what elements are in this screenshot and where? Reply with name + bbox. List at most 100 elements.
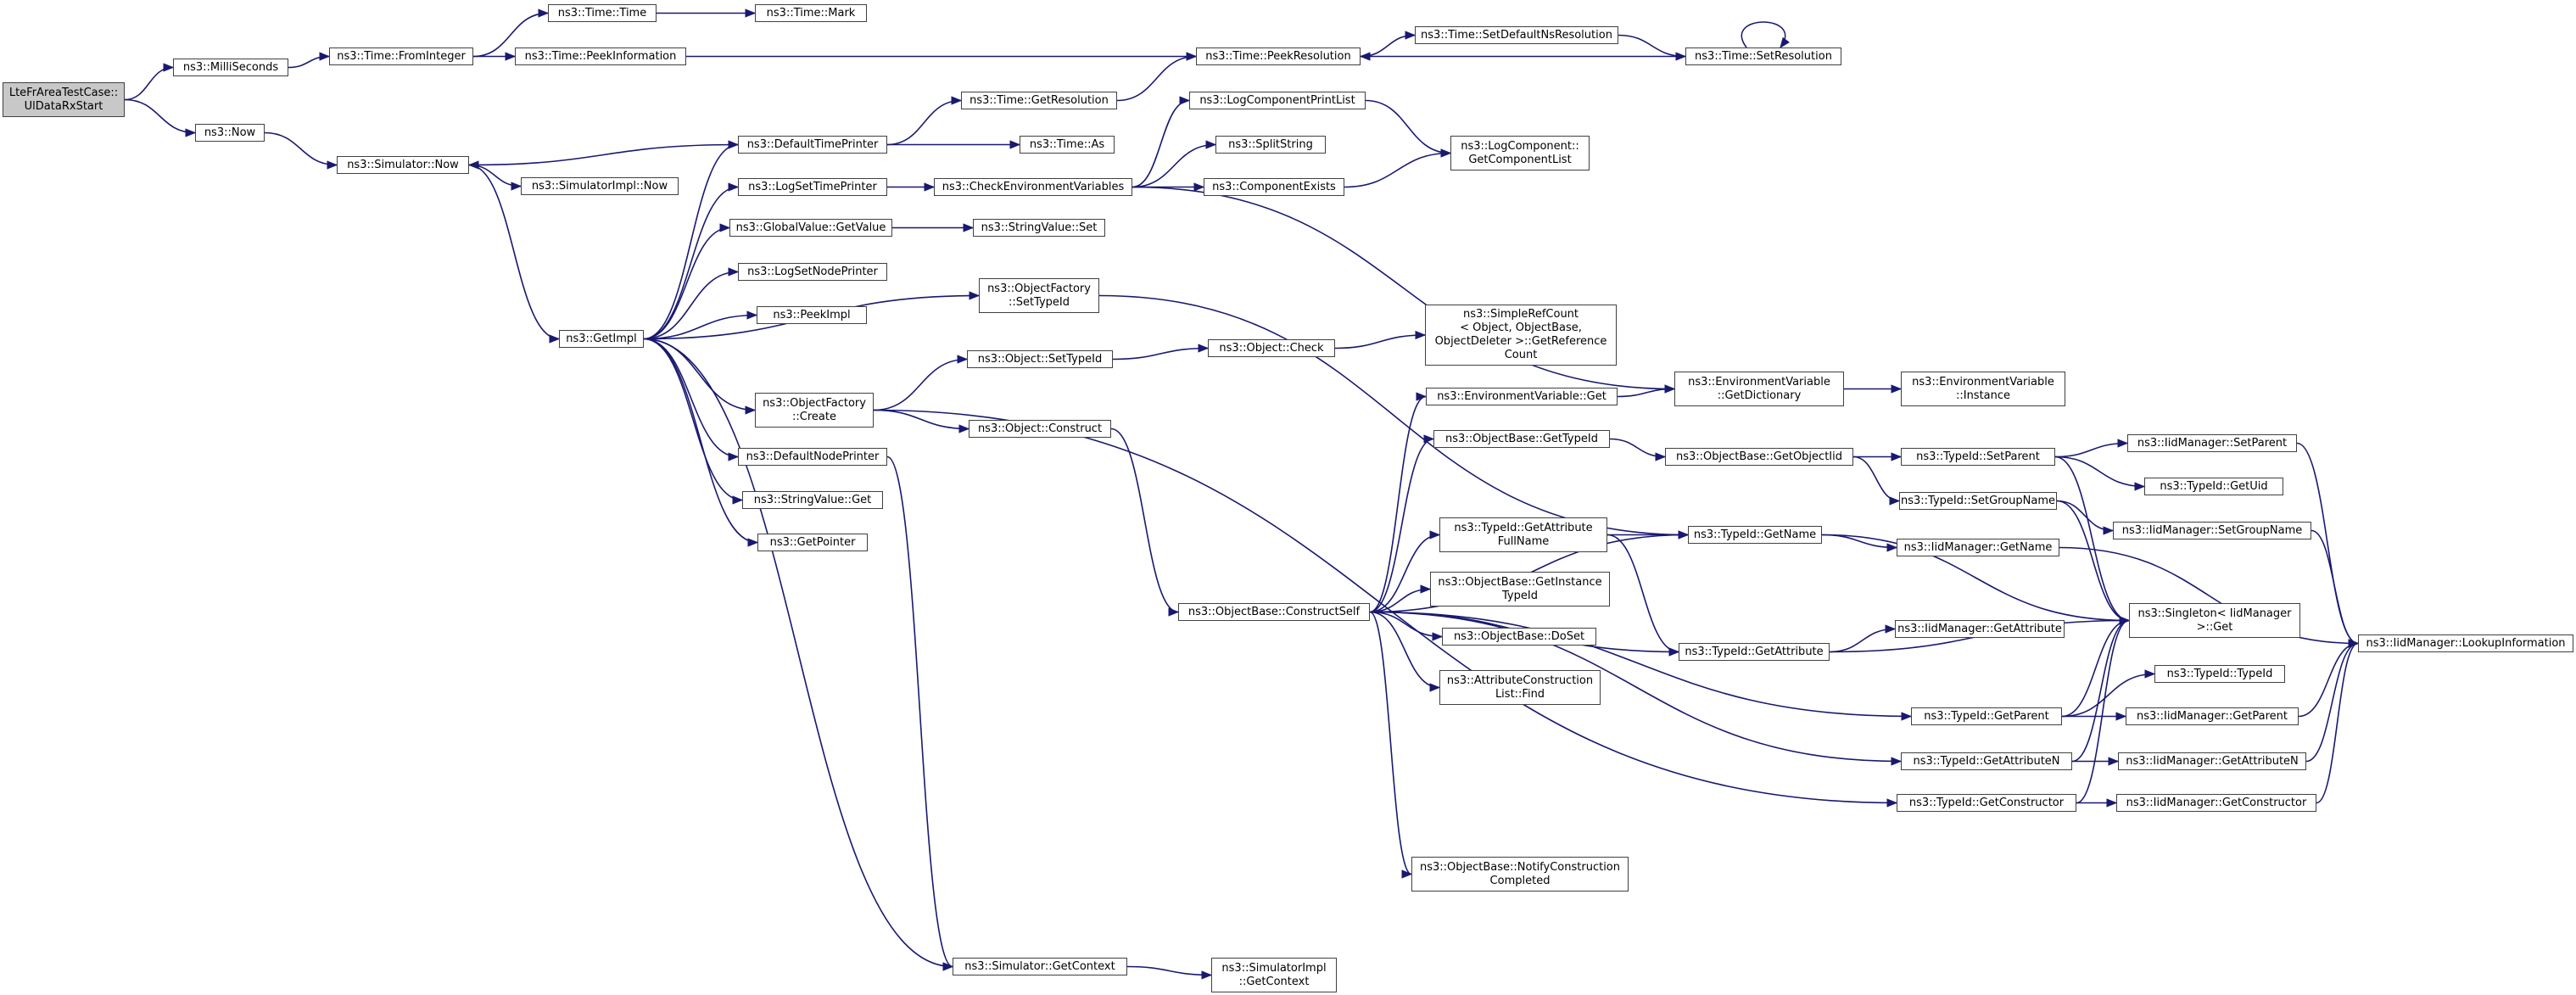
node-now[interactable]: ns3::Now (195, 124, 265, 142)
node-envgetdict[interactable]: ns3::EnvironmentVariable ::GetDictionary (1674, 372, 1844, 406)
node-envget[interactable]: ns3::EnvironmentVariable::Get (1426, 388, 1618, 405)
node-objsettid[interactable]: ns3::Object::SetTypeId (967, 350, 1113, 368)
edge-root-to-millis (124, 63, 175, 101)
node-setres[interactable]: ns3::Time::SetResolution (1685, 48, 1841, 65)
node-timetime[interactable]: ns3::Time::Time (548, 4, 657, 22)
edge-simnow-to-simimplnow (468, 164, 522, 191)
node-doset[interactable]: ns3::ObjectBase::DoSet (1442, 628, 1596, 646)
node-tidgetattrfull[interactable]: ns3::TypeId::GetAttribute FullName (1439, 517, 1607, 552)
node-iidsetgroup[interactable]: ns3::IidManager::SetGroupName (2113, 522, 2311, 539)
edge-getimpl-to-defnodeprinter (643, 338, 740, 461)
node-fromint[interactable]: ns3::Time::FromInteger (329, 48, 473, 65)
edge-getimpl-to-deftimeprinter (643, 140, 740, 340)
node-peekres[interactable]: ns3::Time::PeekResolution (1196, 48, 1361, 65)
edge-constructself-to-attrconstfind (1369, 611, 1441, 692)
node-simplerefcount[interactable]: ns3::SimpleRefCount < Object, ObjectBase… (1425, 305, 1617, 366)
node-tidsetparent[interactable]: ns3::TypeId::SetParent (1901, 448, 2055, 466)
node-objfactsettid[interactable]: ns3::ObjectFactory ::SetTypeId (979, 278, 1099, 313)
edge-peekres-to-setdefres (1360, 31, 1417, 58)
edge-now-to-simnow (264, 131, 338, 170)
node-millis[interactable]: ns3::MilliSeconds (173, 59, 288, 76)
edge-defnodeprinter-to-simgetctx (886, 456, 954, 971)
edge-constructself-to-notifyconst (1369, 611, 1413, 879)
node-iidsetparent[interactable]: ns3::IidManager::SetParent (2127, 434, 2297, 452)
node-compexists[interactable]: ns3::ComponentExists (1204, 178, 1344, 196)
node-simnow[interactable]: ns3::Simulator::Now (337, 156, 469, 174)
node-strset[interactable]: ns3::StringValue::Set (973, 219, 1105, 237)
node-checkenv[interactable]: ns3::CheckEnvironmentVariables (934, 178, 1132, 196)
edge-compexists-to-getcomplist (1344, 148, 1452, 188)
node-envinstance[interactable]: ns3::EnvironmentVariable ::Instance (1901, 372, 2065, 406)
edge-getimpl-to-simgetctx (643, 338, 954, 971)
node-tidgetconstructor[interactable]: ns3::TypeId::GetConstructor (1897, 794, 2076, 812)
edge-envget-to-envgetdict (1617, 384, 1676, 398)
node-tidgetuid[interactable]: ns3::TypeId::GetUid (2144, 478, 2283, 495)
edge-setdefres-to-setres (1618, 34, 1687, 61)
node-tidsetgroup[interactable]: ns3::TypeId::SetGroupName (1899, 492, 2057, 510)
node-tidtypeid[interactable]: ns3::TypeId::TypeId (2154, 665, 2285, 683)
edge-setres-to-setres (1741, 21, 1790, 49)
edge-constructself-to-objbasegettid (1369, 434, 1435, 613)
node-peekimpl[interactable]: ns3::PeekImpl (757, 306, 867, 324)
node-objfactcreate[interactable]: ns3::ObjectFactory ::Create (755, 393, 874, 428)
node-defnodeprinter[interactable]: ns3::DefaultNodePrinter (738, 448, 887, 466)
node-getcomplist[interactable]: ns3::LogComponent:: GetComponentList (1450, 136, 1590, 170)
edge-iidgetconstructor-to-lookupinfo (2316, 639, 2360, 804)
node-strget[interactable]: ns3::StringValue::Get (742, 491, 883, 509)
edge-checkenv-to-splitstring (1132, 140, 1217, 188)
edge-tidgetparent-to-singleton (2061, 616, 2131, 718)
node-singleton[interactable]: ns3::Singleton< IidManager >::Get (2129, 603, 2300, 638)
node-logcompprint[interactable]: ns3::LogComponentPrintList (1189, 92, 1366, 109)
node-attrconstfind[interactable]: ns3::AttributeConstruction List::Find (1439, 670, 1601, 705)
node-setdefres[interactable]: ns3::Time::SetDefaultNsResolution (1415, 26, 1618, 44)
node-simgetctx[interactable]: ns3::Simulator::GetContext (953, 958, 1127, 975)
node-peekinfo[interactable]: ns3::Time::PeekInformation (515, 48, 686, 65)
node-deftimeprinter[interactable]: ns3::DefaultTimePrinter (738, 136, 887, 154)
edge-root-to-now (124, 98, 197, 137)
edge-tidgetparent-to-tidtypeid (2061, 669, 2156, 718)
node-getobjectiid[interactable]: ns3::ObjectBase::GetObjectIid (1665, 448, 1853, 466)
edge-tidsetgroup-to-singleton (2056, 500, 2131, 625)
node-tidgetname[interactable]: ns3::TypeId::GetName (1688, 526, 1822, 544)
edge-checkenv-to-envgetdict (1132, 186, 1676, 394)
node-iidgetname[interactable]: ns3::IidManager::GetName (1897, 539, 2059, 556)
edge-iidsetgroup-to-lookupinfo (2311, 529, 2360, 648)
node-iidgetattr[interactable]: ns3::IidManager::GetAttribute (1895, 620, 2065, 638)
node-iidgetconstructor[interactable]: ns3::IidManager::GetConstructor (2116, 794, 2316, 812)
edge-deftimeprinter-to-getresolution (886, 96, 963, 146)
edge-getimpl-to-logsetnode (643, 267, 740, 340)
node-getpointer[interactable]: ns3::GetPointer (757, 534, 868, 551)
node-globalget[interactable]: ns3::GlobalValue::GetValue (729, 219, 892, 237)
node-splitstring[interactable]: ns3::SplitString (1215, 136, 1326, 154)
node-constructself[interactable]: ns3::ObjectBase::ConstructSelf (1178, 603, 1370, 621)
node-getimpl[interactable]: ns3::GetImpl (559, 330, 644, 348)
node-iidgetattrn[interactable]: ns3::IidManager::GetAttributeN (2118, 752, 2306, 770)
edge-tidgetattr-to-iidgetattr (1829, 624, 1897, 653)
edge-iidsetparent-to-lookupinfo (2296, 442, 2360, 648)
node-objbasegettid[interactable]: ns3::ObjectBase::GetTypeId (1433, 430, 1610, 448)
node-simimplnow[interactable]: ns3::SimulatorImpl::Now (521, 177, 679, 195)
edge-simnow-to-getimpl (468, 164, 561, 344)
node-notifyconst[interactable]: ns3::ObjectBase::NotifyConstruction Comp… (1411, 857, 1629, 892)
edge-constructself-to-doset (1369, 611, 1444, 641)
edge-objbasegettid-to-getobjectiid (1609, 438, 1667, 461)
node-timeas[interactable]: ns3::Time::As (1020, 136, 1115, 154)
edge-getimpl-to-globalget (643, 223, 731, 340)
node-tidgetparent[interactable]: ns3::TypeId::GetParent (1911, 707, 2062, 725)
node-tidgetattrn[interactable]: ns3::TypeId::GetAttributeN (1901, 752, 2072, 770)
node-tidgetattr[interactable]: ns3::TypeId::GetAttribute (1679, 643, 1830, 661)
node-getresolution[interactable]: ns3::Time::GetResolution (961, 92, 1117, 109)
node-simimplgetctx[interactable]: ns3::SimulatorImpl ::GetContext (1211, 958, 1337, 992)
node-logsettime[interactable]: ns3::LogSetTimePrinter (738, 178, 887, 196)
edge-iidgetname-to-lookupinfo (2059, 546, 2360, 648)
node-iidgetparent[interactable]: ns3::IidManager::GetParent (2126, 707, 2299, 725)
node-lookupinfo[interactable]: ns3::IidManager::LookupInformation (2358, 634, 2573, 652)
node-logsetnode[interactable]: ns3::LogSetNodePrinter (738, 263, 887, 281)
node-getinsttid[interactable]: ns3::ObjectBase::GetInstance TypeId (1430, 572, 1610, 607)
node-objcheck[interactable]: ns3::Object::Check (1208, 339, 1335, 357)
edge-objsettid-to-objcheck (1112, 344, 1210, 361)
edge-tidgetname-to-singleton (1821, 534, 2131, 625)
node-timemark[interactable]: ns3::Time::Mark (755, 4, 867, 22)
edge-getresolution-to-peekres (1116, 52, 1198, 102)
node-objconstruct[interactable]: ns3::Object::Construct (969, 420, 1111, 438)
